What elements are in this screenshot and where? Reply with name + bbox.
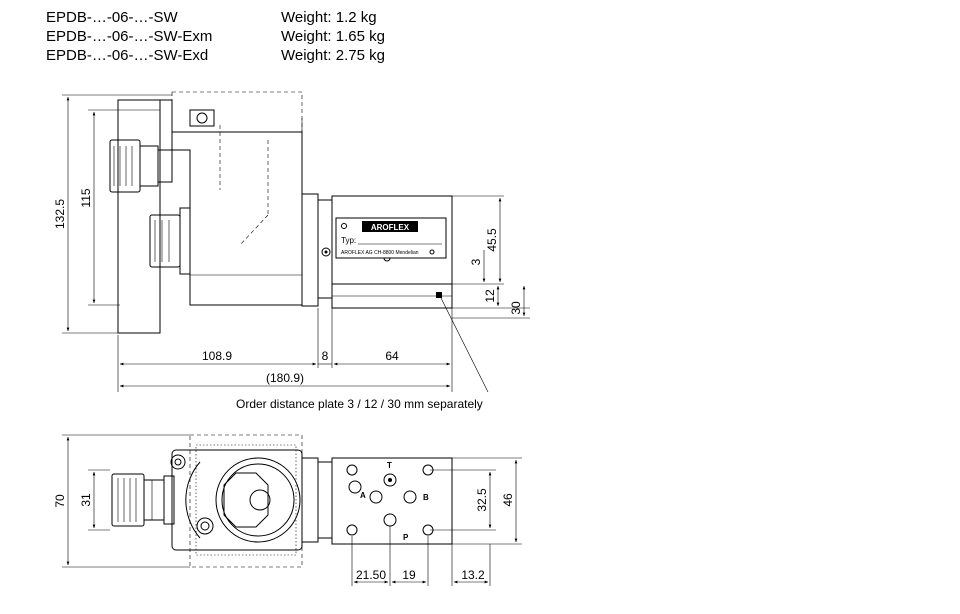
port-b: B: [423, 493, 429, 502]
dim-12: 12: [483, 289, 497, 303]
port-t: T: [387, 461, 392, 470]
dim-valve-height: 45.5: [485, 228, 499, 252]
side-view: 132.5 115: [53, 91, 530, 411]
maker-label: AROFLEX AG CH-8800 Mendelian: [341, 250, 419, 256]
model-exd: EPDB-…-06-…-SW-Exd: [46, 47, 209, 64]
dim-overall-width: 70: [53, 494, 67, 508]
dim-30: 30: [509, 301, 523, 315]
dim-body-height: 115: [79, 188, 93, 207]
model-exm: EPDB-…-06-…-SW-Exm: [46, 28, 213, 45]
weight-sw: Weight: 1.2 kg: [281, 9, 377, 26]
dim-valve-length: 64: [385, 349, 399, 363]
weight-exd: Weight: 2.75 kg: [281, 47, 385, 64]
dim-19: 19: [402, 568, 416, 582]
weight-exm: Weight: 1.65 kg: [281, 28, 385, 45]
dim-center-width: 31: [79, 493, 93, 507]
dim-3: 3: [469, 258, 483, 265]
distance-plate-note: Order distance plate 3 / 12 / 30 mm sepa…: [236, 397, 483, 411]
dim-spacer: 8: [322, 349, 329, 363]
dim-valve-width: 46: [501, 493, 515, 507]
dim-13-2: 13.2: [461, 568, 485, 582]
model-sw: EPDB-…-06-…-SW: [46, 9, 178, 26]
type-label: Typ:: [341, 236, 356, 245]
dim-total-length: (180.9): [266, 371, 304, 385]
dim-coil-length: 108.9: [202, 349, 232, 363]
top-view: 70 31: [53, 434, 522, 586]
port-a: A: [360, 491, 366, 500]
dim-port-spacing: 32.5: [475, 488, 489, 512]
port-p: P: [403, 533, 409, 542]
brand-label: AROFLEX: [371, 223, 410, 232]
dim-overall-height: 132.5: [53, 199, 67, 229]
dim-21-50: 21.50: [356, 568, 386, 582]
